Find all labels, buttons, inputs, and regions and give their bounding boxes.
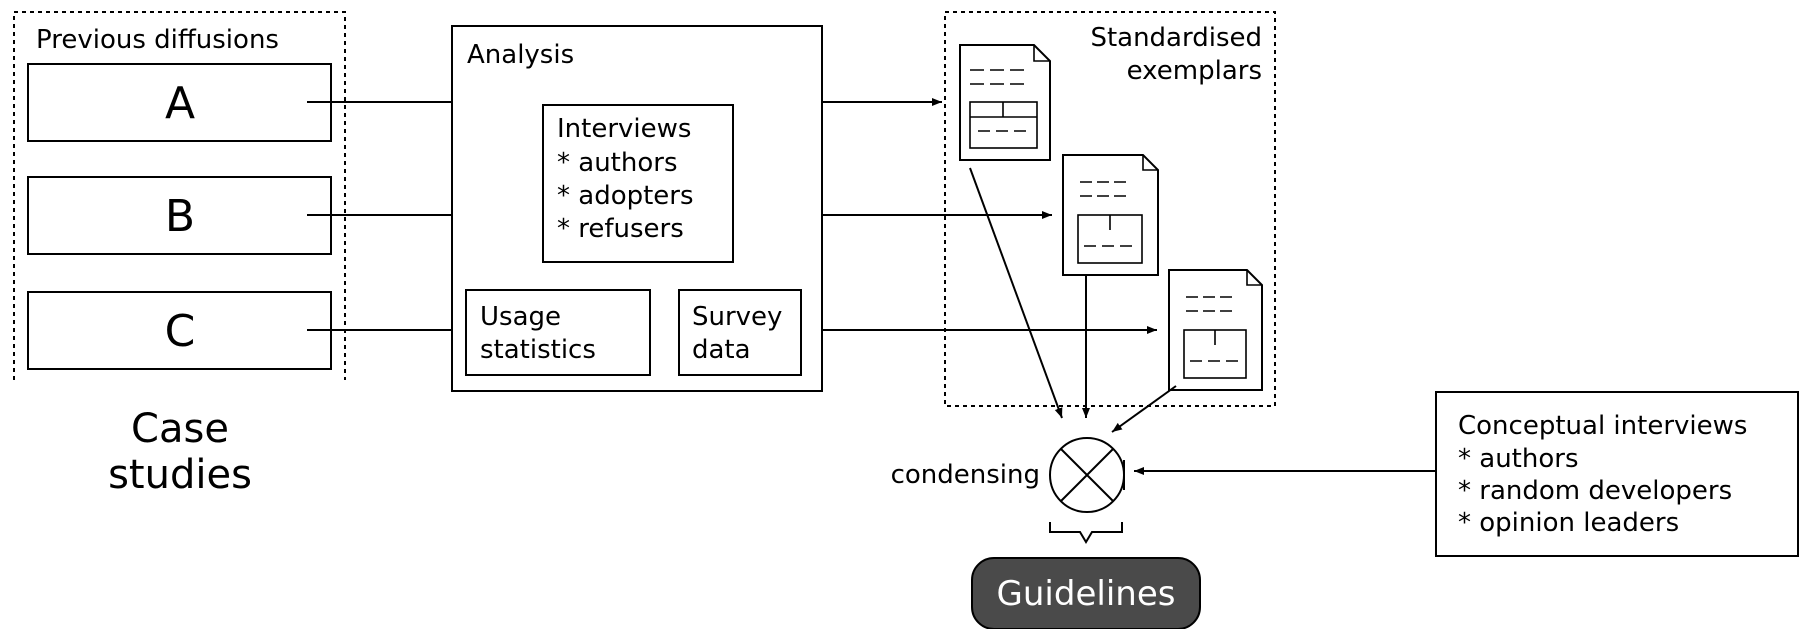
case-c-label: C	[165, 306, 196, 357]
conceptual-interviews-box: Conceptual interviews * authors * random…	[1435, 391, 1799, 557]
survey-label-line1: Survey	[692, 302, 782, 332]
survey-label-line2: data	[692, 335, 751, 365]
interviews-item-authors: * authors	[557, 148, 678, 178]
exemplars-group: Standardised exemplars	[944, 11, 1276, 407]
case-box-c: C	[27, 291, 332, 370]
brace-icon	[1049, 522, 1123, 544]
conceptual-item-opinion-leaders: * opinion leaders	[1458, 508, 1679, 538]
survey-data-box: Survey data	[678, 289, 802, 376]
case-studies-caption-line2: studies	[108, 452, 252, 498]
case-b-label: B	[165, 191, 195, 242]
interviews-box: Interviews * authors * adopters * refuse…	[542, 104, 734, 263]
condensing-operator: condensing	[891, 437, 1125, 513]
usage-label-line1: Usage	[480, 302, 561, 332]
interviews-item-adopters: * adopters	[557, 181, 694, 211]
arrow-doc3-condensing	[1111, 385, 1177, 433]
exemplar-document-icon-3	[1168, 269, 1263, 391]
conceptual-item-authors: * authors	[1458, 444, 1579, 474]
condensing-label: condensing	[891, 460, 1040, 490]
interviews-title: Interviews	[557, 114, 691, 144]
guidelines-label: Guidelines	[997, 574, 1176, 614]
exemplar-document-icon-1	[959, 44, 1051, 161]
previous-diffusions-label: Previous diffusions	[36, 25, 279, 55]
previous-diffusions-border	[13, 11, 346, 380]
exemplar-document-icon-2	[1062, 154, 1159, 276]
analysis-box: Analysis Interviews * authors * adopters…	[451, 25, 823, 392]
analysis-title: Analysis	[467, 40, 574, 70]
case-box-a: A	[27, 63, 332, 142]
usage-label-line2: statistics	[480, 335, 596, 365]
exemplars-label-line1: Standardised	[1090, 23, 1262, 53]
usage-statistics-box: Usage statistics	[465, 289, 651, 376]
conceptual-title: Conceptual interviews	[1458, 411, 1747, 441]
cross-icon	[1060, 448, 1114, 502]
interviews-item-refusers: * refusers	[557, 214, 684, 244]
case-studies-caption-line1: Case	[131, 406, 229, 452]
conceptual-item-random-developers: * random developers	[1458, 476, 1732, 506]
guidelines-box: Guidelines	[971, 557, 1201, 629]
case-box-b: B	[27, 176, 332, 255]
case-a-label: A	[165, 78, 195, 129]
exemplars-border	[944, 11, 1276, 407]
arrow-doc1-condensing	[969, 167, 1063, 419]
case-studies-group: Previous diffusions A B C Case studies	[13, 11, 346, 498]
exemplars-label-line2: exemplars	[1127, 56, 1262, 86]
